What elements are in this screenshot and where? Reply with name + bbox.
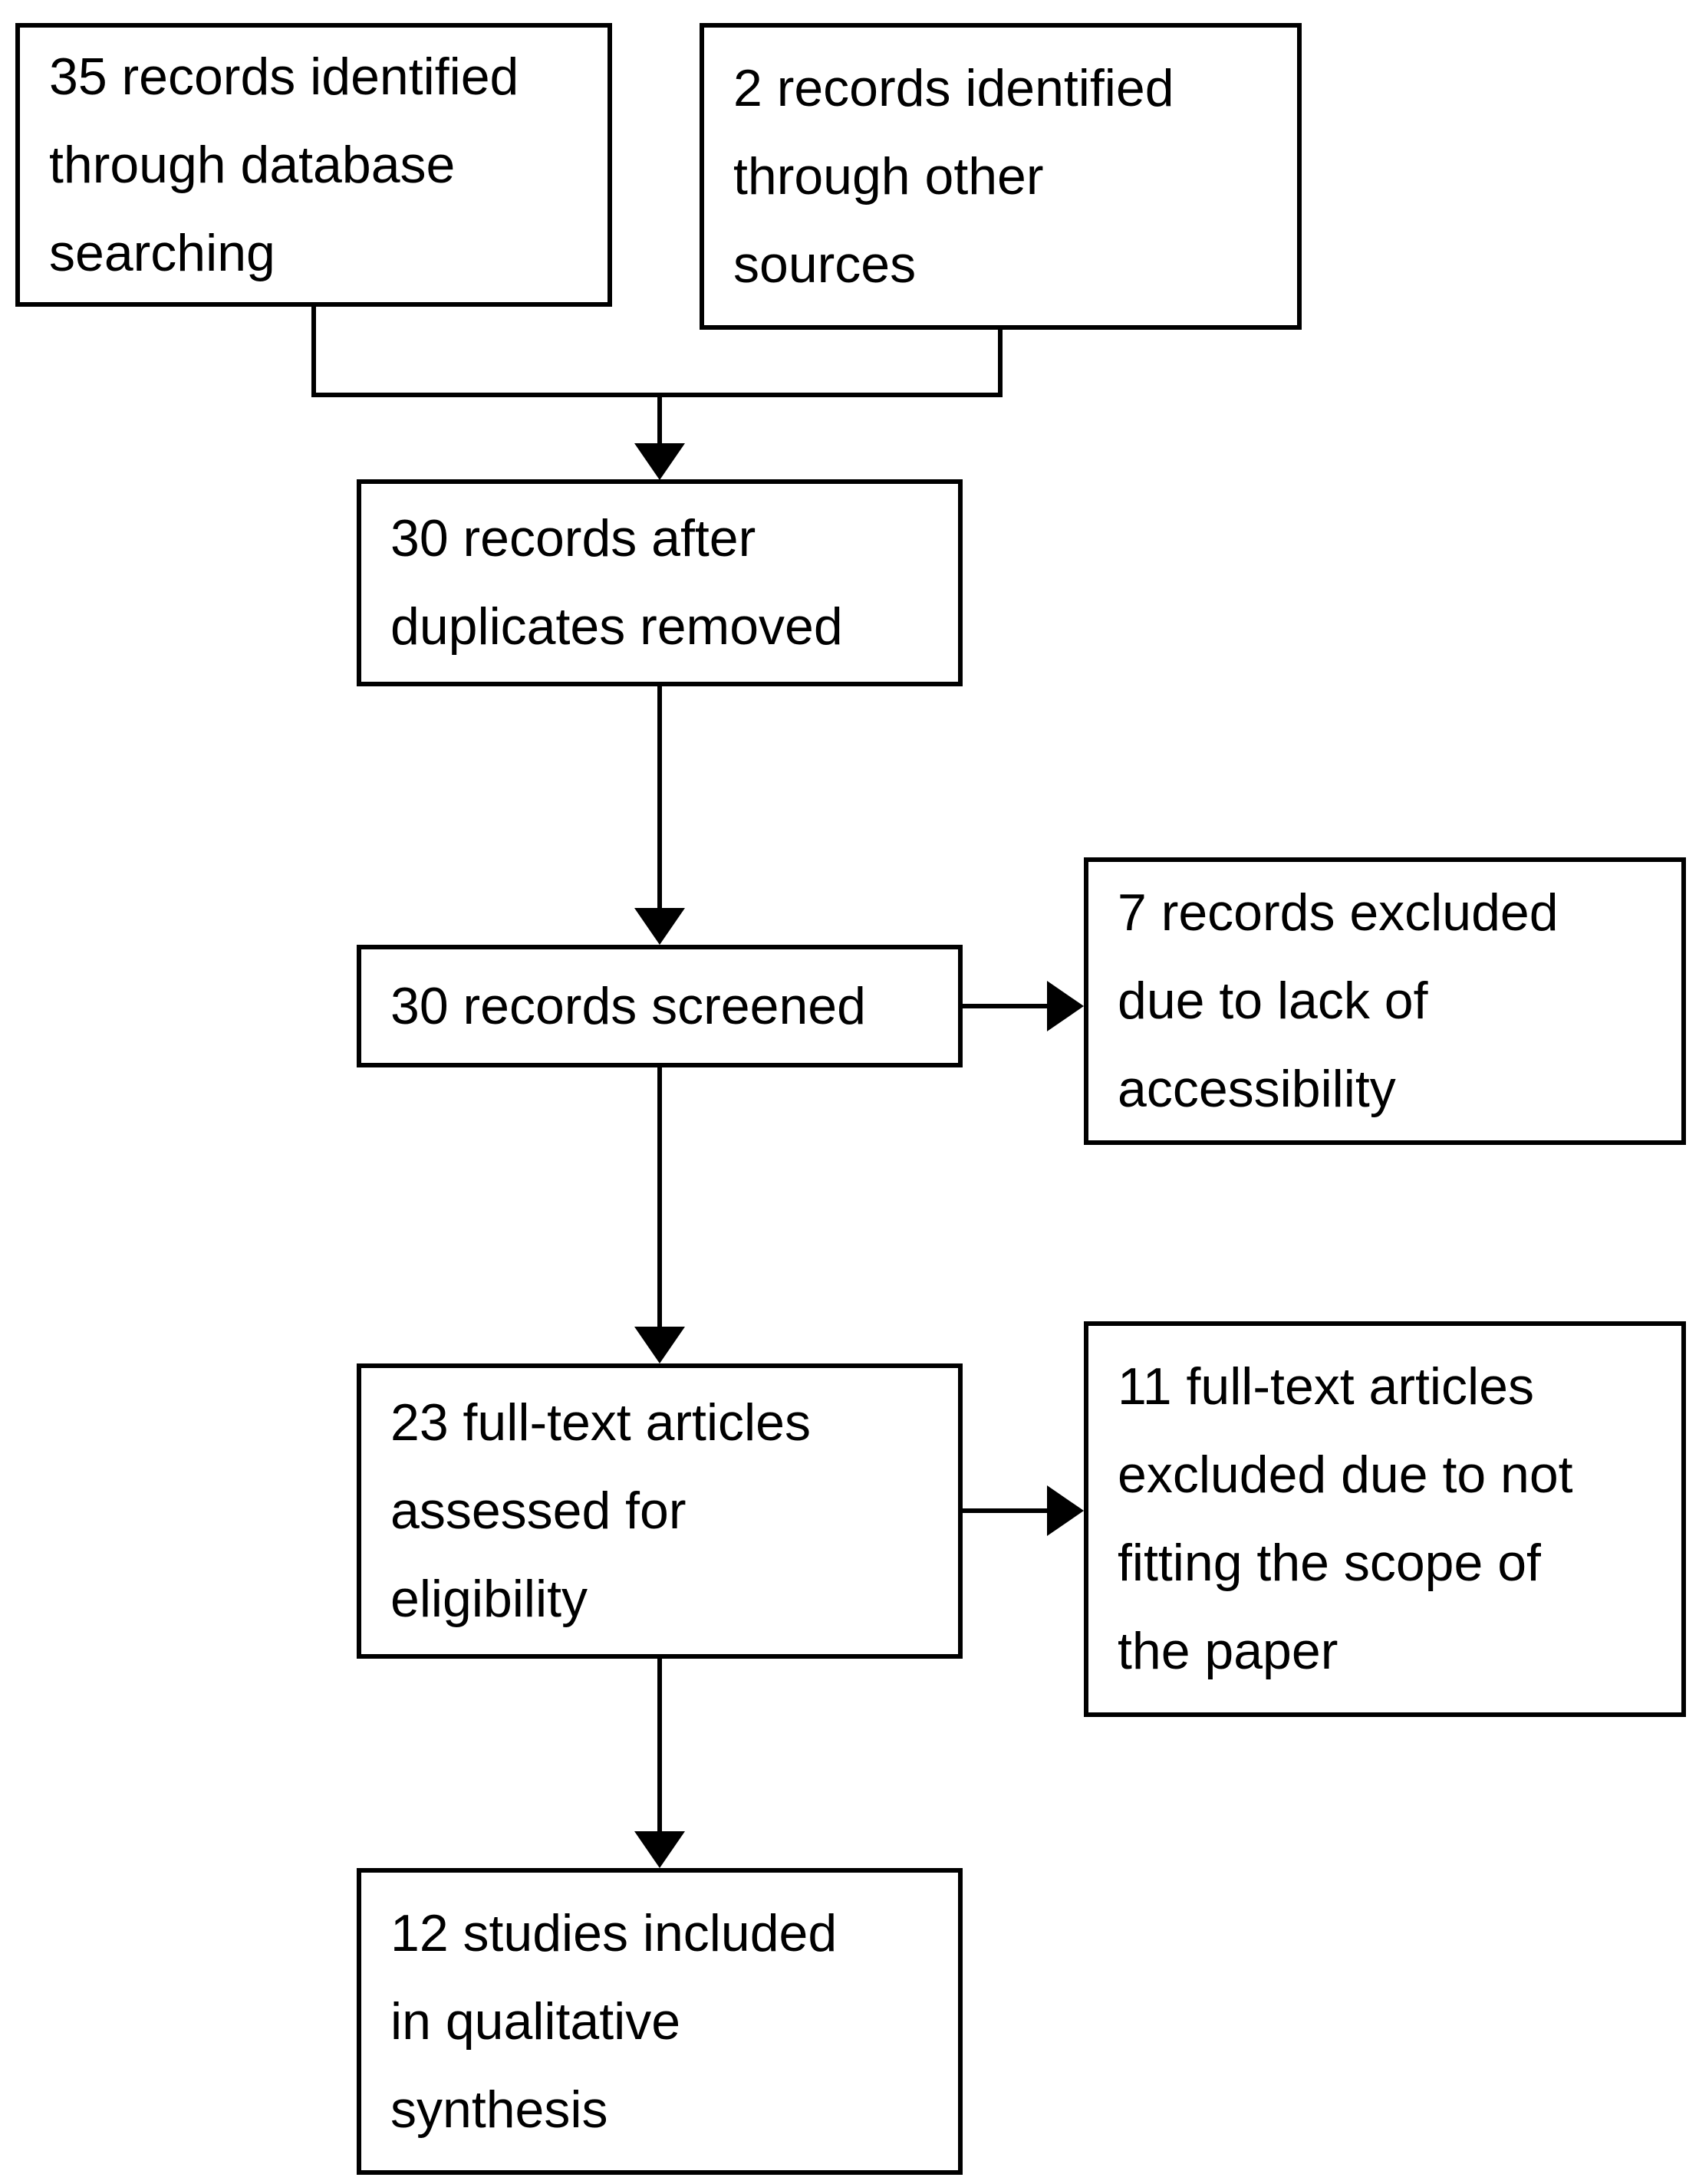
connector-screened-to-fulltext-line: [657, 1067, 662, 1327]
box-fulltext-excluded: 11 full-text articles excluded due to no…: [1084, 1321, 1686, 1717]
box-studies-included-text: 12 studies included in qualitative synth…: [390, 1903, 838, 2139]
connector-fulltext-to-included-line: [657, 1659, 662, 1831]
connector-database-stub: [311, 307, 316, 397]
box-records-screened: 30 records screened: [357, 945, 963, 1067]
box-records-after-duplicates-text: 30 records after duplicates removed: [390, 509, 843, 656]
box-fulltext-assessed: 23 full-text articles assessed for eligi…: [357, 1363, 963, 1659]
connector-fulltext-to-excluded-line: [963, 1508, 1049, 1513]
arrowhead-fulltext-to-included-icon: [634, 1831, 685, 1868]
box-records-identified-database-text: 35 records identified through database s…: [49, 47, 519, 282]
box-records-screened-text: 30 records screened: [390, 976, 866, 1035]
box-records-excluded-accessibility-text: 7 records excluded due to lack of access…: [1118, 883, 1559, 1118]
box-records-identified-other-text: 2 records identified through other sourc…: [733, 58, 1174, 294]
arrowhead-duplicates-to-screened-icon: [634, 908, 685, 945]
box-records-identified-database: 35 records identified through database s…: [15, 23, 612, 307]
arrowhead-screened-to-fulltext-icon: [634, 1327, 685, 1363]
connector-merge-line: [311, 393, 1003, 397]
connector-merge-to-duplicates-line: [657, 393, 662, 445]
box-records-excluded-accessibility: 7 records excluded due to lack of access…: [1084, 857, 1686, 1145]
box-records-identified-other: 2 records identified through other sourc…: [700, 23, 1302, 330]
connector-other-stub: [998, 330, 1003, 397]
box-fulltext-assessed-text: 23 full-text articles assessed for eligi…: [390, 1393, 811, 1628]
arrowhead-fulltext-to-excluded-icon: [1047, 1485, 1084, 1536]
arrowhead-merge-to-duplicates-icon: [634, 443, 685, 480]
arrowhead-screened-to-excluded-icon: [1047, 981, 1084, 1031]
box-records-after-duplicates: 30 records after duplicates removed: [357, 479, 963, 686]
box-fulltext-excluded-text: 11 full-text articles excluded due to no…: [1118, 1357, 1573, 1680]
connector-screened-to-excluded-line: [963, 1004, 1049, 1008]
box-studies-included: 12 studies included in qualitative synth…: [357, 1868, 963, 2175]
connector-duplicates-to-screened-line: [657, 686, 662, 909]
